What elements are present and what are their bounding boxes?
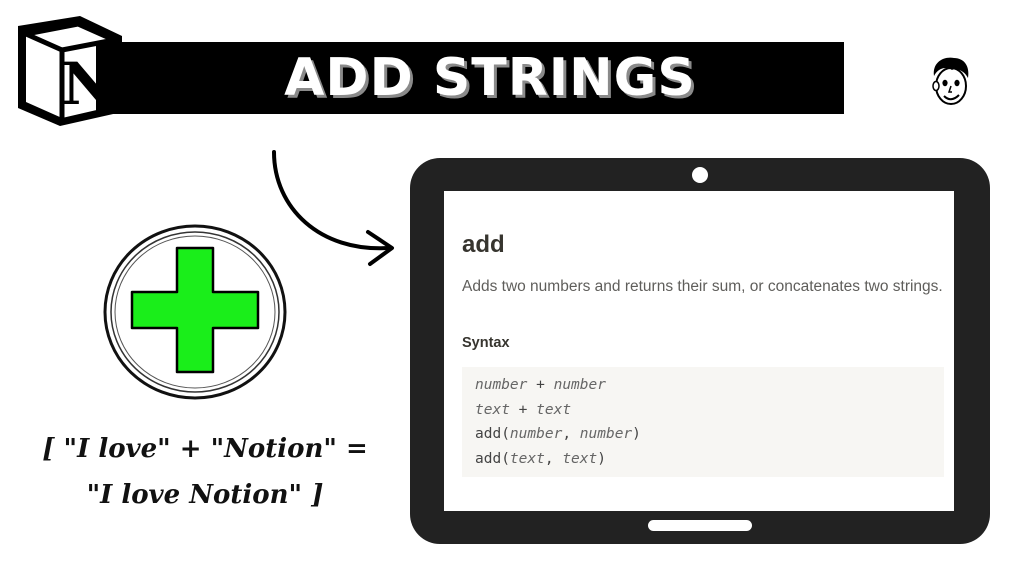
syntax-heading: Syntax — [462, 335, 510, 351]
cartoon-face-icon — [928, 54, 974, 110]
title-banner: ADD STRINGS — [96, 42, 844, 114]
syntax-token: + — [527, 377, 554, 393]
tablet-home-bar — [648, 520, 752, 531]
caption-line-1: [ "I love" + "Notion" = — [42, 434, 368, 464]
syntax-argument: number — [553, 377, 606, 393]
tablet-frame: add Adds two numbers and returns their s… — [410, 158, 990, 544]
tablet-camera — [692, 167, 708, 183]
caption-line-2: "I love Notion" ] — [86, 480, 324, 510]
syntax-argument: number — [509, 426, 563, 442]
syntax-argument: text — [509, 450, 545, 467]
syntax-argument: number — [475, 377, 528, 393]
syntax-token: ) — [597, 450, 606, 467]
syntax-token: , — [544, 450, 563, 467]
formula-caption: [ "I love" + "Notion" = "I love Notion" … — [40, 426, 370, 518]
syntax-token: + — [509, 401, 537, 418]
function-title: add — [462, 231, 505, 258]
syntax-line: number + number — [475, 373, 944, 398]
syntax-token: add( — [475, 426, 510, 442]
plus-icon — [100, 222, 290, 402]
syntax-line: text + text — [475, 398, 944, 423]
syntax-line: add(number, number) — [475, 422, 944, 447]
syntax-argument: text — [562, 450, 598, 467]
syntax-token: , — [562, 426, 580, 442]
syntax-line: add(text, text) — [475, 447, 944, 472]
function-description: Adds two numbers and returns their sum, … — [462, 278, 943, 295]
tablet-screen: add Adds two numbers and returns their s… — [444, 191, 954, 511]
syntax-argument: number — [579, 426, 633, 442]
curved-arrow-icon — [260, 148, 410, 278]
page-title: ADD STRINGS — [284, 48, 696, 108]
syntax-argument: text — [475, 401, 510, 418]
syntax-argument: text — [536, 401, 572, 418]
syntax-token: add( — [475, 450, 510, 467]
syntax-token: ) — [632, 426, 641, 442]
